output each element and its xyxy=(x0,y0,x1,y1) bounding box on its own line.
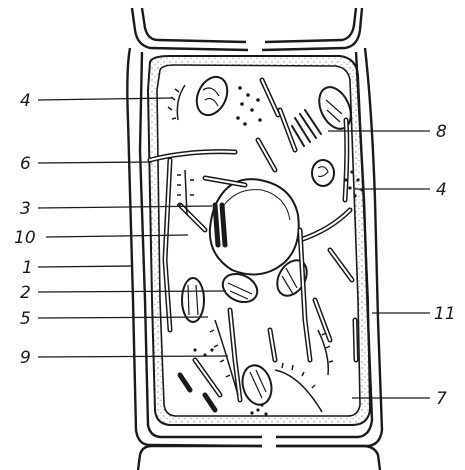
label-6: 6 xyxy=(20,154,31,174)
label-9: 9 xyxy=(20,348,31,368)
label-4-right: 4 xyxy=(436,180,447,200)
label-5: 5 xyxy=(20,309,31,329)
label-3: 3 xyxy=(20,199,31,219)
label-11: 11 xyxy=(434,304,456,324)
label-8: 8 xyxy=(436,122,447,142)
label-4-left: 4 xyxy=(20,91,31,111)
label-10: 10 xyxy=(14,228,36,248)
label-1: 1 xyxy=(22,258,33,278)
label-7: 7 xyxy=(436,389,447,409)
label-2: 2 xyxy=(20,283,31,303)
